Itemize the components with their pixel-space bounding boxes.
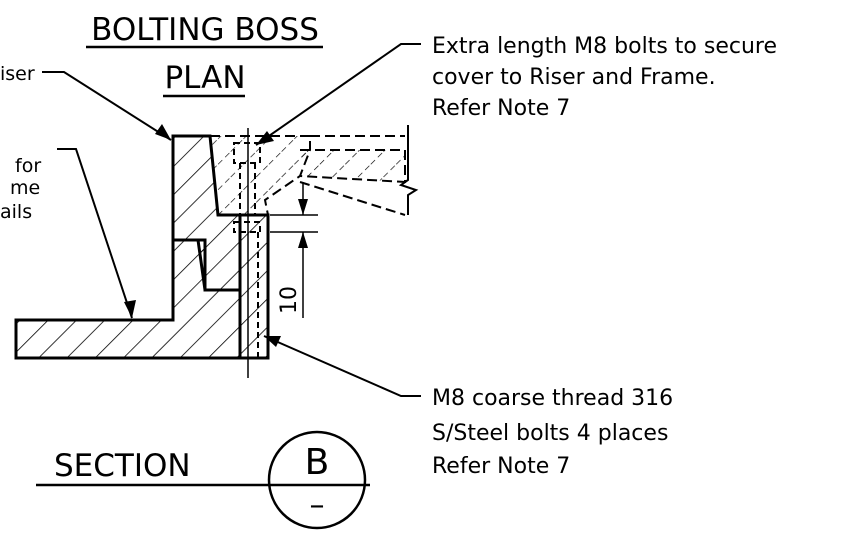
dim-arrow-down (298, 199, 308, 215)
leader-extra-bolts (255, 43, 421, 146)
lower-bolt-head (233, 221, 261, 233)
note-top-line-3: Refer Note 7 (432, 96, 570, 121)
section-label: SECTION (54, 448, 191, 484)
partial-label-me: me (10, 177, 40, 199)
section-bubble (267, 430, 367, 530)
leader-frame-arrow (124, 300, 136, 318)
leader-m8-bolts (263, 335, 421, 397)
title-line-1: BOLTING BOSS (91, 12, 319, 48)
leader-riser (42, 71, 172, 141)
dim-arrow-up (298, 232, 308, 248)
break-line (398, 125, 419, 215)
title-line-2: PLAN (164, 60, 245, 96)
leader-extra-bolts-arrow (256, 131, 274, 145)
leader-m8-bolts-arrow (264, 336, 281, 347)
section-sheet-mark: – (310, 488, 325, 523)
cover-slab (299, 149, 406, 184)
section-letter: B (305, 442, 330, 483)
cover-lower-edge (299, 181, 406, 216)
note-top-line-2: cover to Riser and Frame. (432, 65, 716, 90)
note-bottom-line-3: Refer Note 7 (432, 454, 570, 479)
leader-frame (57, 148, 133, 319)
cover-section (208, 135, 311, 216)
partial-label-ails: ails (0, 201, 32, 223)
note-bottom-line-1: M8 coarse thread 316 (432, 386, 673, 411)
partial-label-riser: iser (0, 63, 35, 85)
note-top-line-1: Extra length M8 bolts to secure (432, 34, 777, 59)
dimension-label: 10 (277, 286, 302, 314)
leader-riser-arrow (155, 124, 171, 140)
partial-label-for: for (15, 155, 41, 177)
upper-bolt-head (233, 142, 261, 164)
note-bottom-line-2: S/Steel bolts 4 places (432, 421, 668, 446)
